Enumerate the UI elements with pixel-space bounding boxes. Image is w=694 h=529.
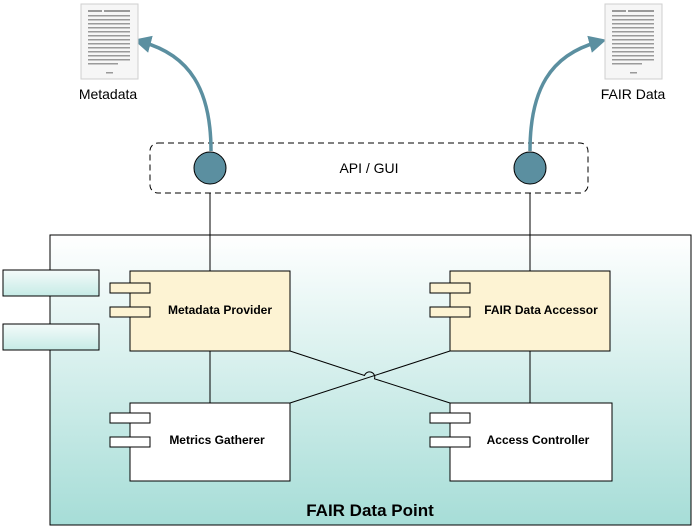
access-controller-component: Access Controller	[429, 402, 613, 482]
component-port-icon	[109, 282, 151, 294]
metrics-gatherer-component: Metrics Gatherer	[109, 402, 291, 482]
metadata-doc-label: Metadata	[79, 86, 138, 102]
side-box-top	[2, 269, 100, 297]
api-left-port-icon	[193, 151, 227, 185]
component-port-icon	[429, 306, 471, 318]
component-port-icon	[429, 282, 471, 294]
metadata-to-access-line	[289, 350, 451, 404]
fair-data-accessor-component: FAIR Data Accessor	[429, 270, 611, 352]
accessor-to-metrics-line	[289, 350, 451, 404]
metadata-arrow	[133, 35, 213, 152]
fair-data-document-icon	[604, 3, 663, 80]
component-port-icon	[109, 306, 151, 318]
fair-data-arrow	[528, 35, 607, 152]
container-title: FAIR Data Point	[306, 501, 434, 520]
component-port-icon	[109, 412, 151, 424]
component-port-icon	[109, 436, 151, 448]
component-port-icon	[429, 412, 471, 424]
api-gui-box	[149, 142, 589, 194]
fair-data-doc-label: FAIR Data	[601, 86, 666, 102]
metadata-provider-label: Metadata Provider	[168, 303, 272, 317]
api-gui-label: API / GUI	[339, 160, 398, 176]
fair-data-accessor-label: FAIR Data Accessor	[484, 303, 598, 317]
metadata-document-icon	[80, 3, 139, 80]
component-port-icon	[429, 436, 471, 448]
side-box-bottom	[2, 323, 100, 351]
metrics-gatherer-label: Metrics Gatherer	[169, 433, 265, 447]
access-controller-label: Access Controller	[487, 433, 590, 447]
api-right-port-icon	[513, 151, 547, 185]
metadata-provider-component: Metadata Provider	[109, 270, 291, 352]
